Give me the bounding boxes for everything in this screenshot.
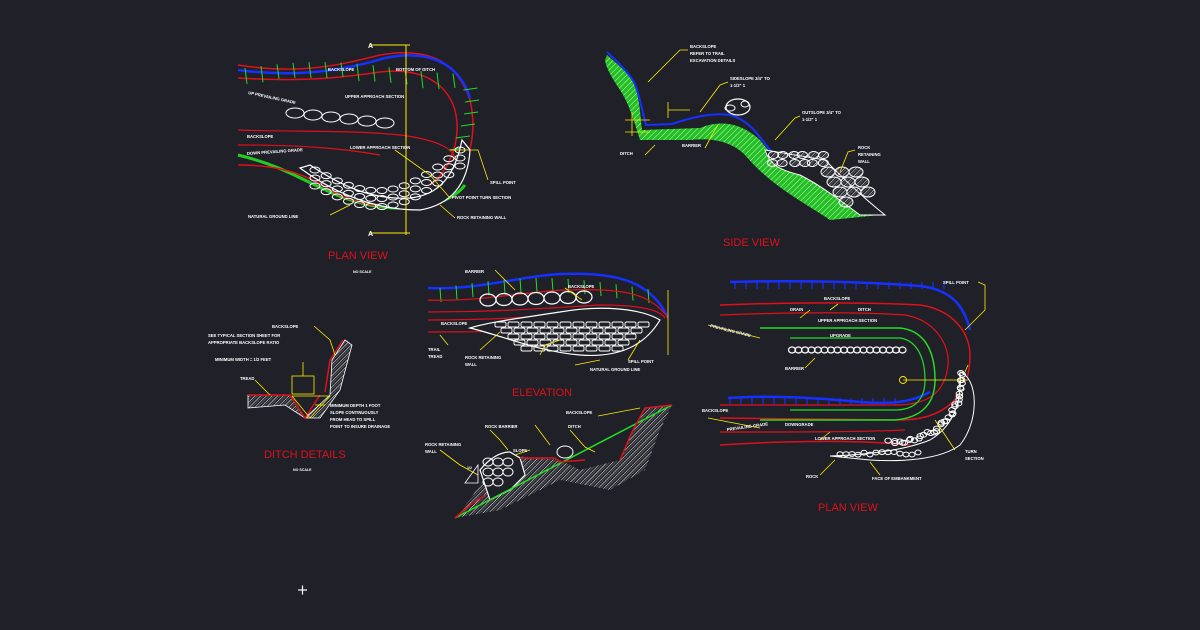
plan1-lower-approach-label: LOWER APPROACH SECTION (350, 145, 410, 150)
ditch-details-title: DITCH DETAILS (264, 449, 346, 461)
plan2-lower-approach-label: LOWER APPROACH SECTION (815, 436, 875, 441)
plan2-barrier-label: BARRIER (785, 366, 804, 371)
plan2-ditch-label: DITCH (858, 307, 871, 312)
plan2-backslope-label: BACKSLOPE (824, 296, 850, 301)
crosshair-icon (298, 585, 307, 595)
plan1-backslope2-label: BACKSLOPE (247, 134, 273, 139)
cross-section-view: 1/2 BACKSLOPE ROCK BARRIER DITCH SLOPE R… (425, 404, 673, 519)
elev-natural-ground-label: NATURAL GROUND LINE (590, 367, 641, 372)
elev-backslope2-label: BACKSLOPE (441, 321, 467, 326)
side-barrier-label: BARRIER (682, 143, 701, 148)
plan-view-1-no-scale: NO SCALE (353, 270, 372, 274)
plan2-spill-point-label: SPILL POINT (943, 280, 969, 285)
sec-rock-barrier-label: ROCK BARRIER (485, 424, 518, 429)
sec-ratio-label: 1/2 (467, 466, 472, 470)
plan1-natural-ground-label: NATURAL GROUND LINE (248, 214, 299, 219)
side-view-title: SIDE VIEW (723, 237, 780, 249)
elev-barrier-label: BARRIER (465, 269, 484, 274)
plan2-backslope2-label: BACKSLOPE (702, 408, 728, 413)
sec-ditch-label: DITCH (568, 424, 581, 429)
plan2-face-embankment-label: FACE OF EMBANKMENT (872, 476, 922, 481)
side-ditch-label: DITCH (620, 151, 633, 156)
plan1-backslope-label: BACKSLOPE (328, 67, 354, 72)
elev-backslope-label: BACKSLOPE (568, 284, 594, 289)
plan1-down-grade-label: DOWN PREVAILING GRADE (247, 147, 303, 156)
sec-backslope-label: BACKSLOPE (566, 410, 592, 415)
plan-view-2: SPILL POINT BACKSLOPE DRAIN DITCH UPPER … (702, 279, 986, 514)
ditch-backslope-label: BACKSLOPE (272, 324, 298, 329)
plan-view-1: A A BACKSLOPE BOTTOM OF DITCH UP PREVAIL… (237, 43, 516, 274)
plan1-bottom-ditch-label: BOTTOM OF DITCH (396, 67, 435, 72)
elevation-title: ELEVATION (512, 387, 572, 399)
plan1-rock-wall-label: ROCK RETAINING WALL (457, 215, 507, 220)
plan2-up-grade-label: PREVAILING GRADE (710, 323, 752, 338)
plan2-downgrade-label: DOWNGRADE (785, 422, 814, 427)
ditch-min-width-label: MINIMUM WIDTH = 1/2 FEET (215, 357, 272, 362)
plan-view-2-title: PLAN VIEW (818, 502, 879, 514)
plan1-spill-point-label: SPILL POINT (490, 180, 516, 185)
elev-spill-point-label: SPILL POINT (628, 359, 654, 364)
section-marker-top: A (368, 43, 373, 50)
plan2-rock-label: ROCK (806, 474, 818, 479)
plan-view-1-title: PLAN VIEW (328, 250, 389, 262)
ditch-tread-label: TREAD (240, 376, 254, 381)
plan1-up-grade-label: UP PREVAILING GRADE (248, 90, 297, 105)
plan1-upper-approach-label: UPPER APPROACH SECTION (345, 94, 404, 99)
plan1-pivot-point-label: PIVOT POINT TURN SECTION (452, 195, 511, 200)
plan2-down-grade-label: PREVAILING GRADE (726, 421, 768, 432)
plan2-upper-approach-label: UPPER APPROACH SECTION (818, 318, 877, 323)
ditch-details-no-scale: NO SCALE (293, 468, 312, 472)
sec-slope-label: SLOPE (513, 448, 527, 453)
section-marker-bottom: A (368, 231, 373, 238)
plan2-drain-label: DRAIN (790, 307, 803, 312)
plan2-upgrade-label: UPGRADE (830, 333, 851, 338)
